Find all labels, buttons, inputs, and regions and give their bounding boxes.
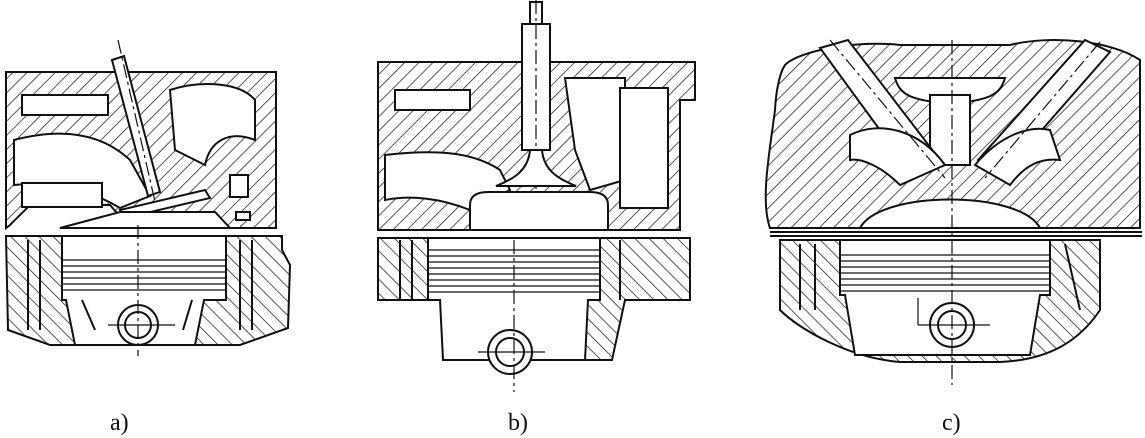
panel-a-drawing bbox=[4, 39, 292, 356]
panel-a-combustion-chamber bbox=[59, 211, 233, 229]
panel-b-drawing bbox=[377, 0, 696, 392]
panel-a-water-jacket bbox=[168, 83, 256, 167]
panel-a-label: a) bbox=[110, 410, 129, 436]
panel-a-upper-port bbox=[21, 94, 109, 116]
panel-b-combustion-chamber bbox=[469, 191, 609, 231]
panel-c-label: c) bbox=[942, 410, 961, 436]
panel-b-valve-head bbox=[495, 149, 577, 187]
panel-a-valve-stem bbox=[110, 54, 162, 198]
panel-c-piston bbox=[839, 239, 1051, 356]
panel-b-upper-port bbox=[394, 89, 471, 111]
panel-b-label: b) bbox=[508, 410, 528, 436]
panel-c-drawing bbox=[764, 38, 1142, 385]
panel-c-combustion-chamber bbox=[858, 198, 1042, 229]
